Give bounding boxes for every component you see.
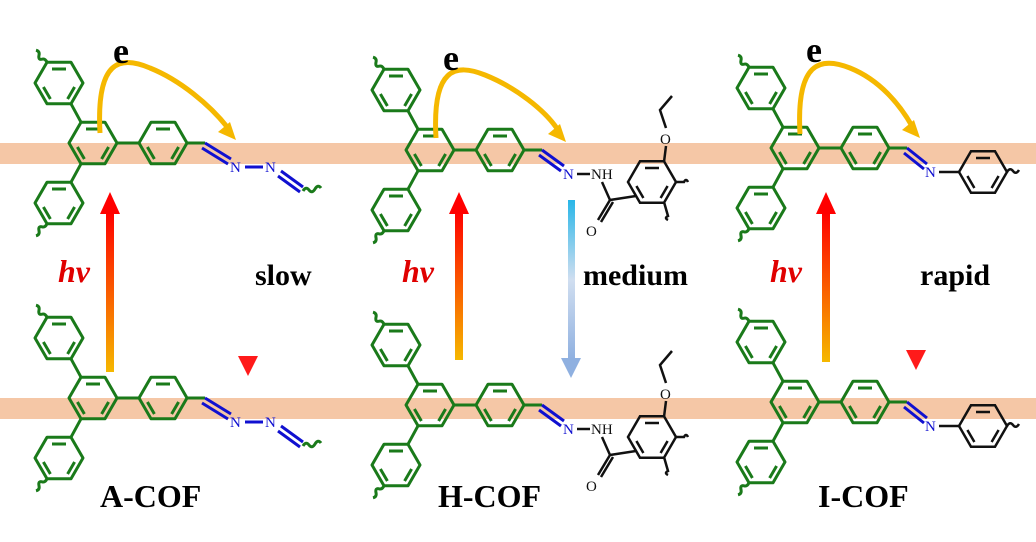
excitation-arrow bbox=[455, 212, 463, 360]
nitrogen-atom-label: N bbox=[563, 167, 574, 183]
nitrogen-atom-label: N bbox=[265, 160, 276, 176]
rate-label: medium bbox=[583, 259, 688, 292]
nitrogen-atom-label: N bbox=[230, 160, 241, 176]
nitrogen-atom-label: N bbox=[925, 419, 936, 435]
a-cof-excited-structure: N N bbox=[35, 50, 323, 236]
excitation-arrow bbox=[822, 212, 830, 362]
ether-oxygen-label: O bbox=[660, 387, 671, 403]
panel-title: I-COF bbox=[818, 478, 909, 514]
nh-atom-label: NH bbox=[591, 422, 613, 438]
excitation-arrow bbox=[106, 212, 114, 372]
a-cof-ground-structure: N N bbox=[35, 305, 323, 491]
electron-transfer-arrow bbox=[433, 67, 561, 139]
carbonyl-oxygen-label: O bbox=[586, 224, 597, 240]
panel-i-cof: N N e hv rapid I-COF bbox=[737, 30, 1019, 514]
nitrogen-atom-label: N bbox=[563, 422, 574, 438]
electron-label: e bbox=[443, 38, 459, 78]
decay-arrowhead bbox=[238, 356, 258, 376]
carbonyl-oxygen-label: O bbox=[586, 479, 597, 495]
nitrogen-atom-label: N bbox=[230, 415, 241, 431]
hv-label: hv bbox=[402, 253, 435, 289]
excitation-arrowhead bbox=[449, 192, 469, 214]
decay-arrowhead bbox=[561, 358, 581, 378]
panel-a-cof: N N N N e hv slow A-COF bbox=[35, 31, 323, 514]
hv-label: hv bbox=[770, 253, 803, 289]
hv-label: hv bbox=[58, 253, 91, 289]
panel-title: H-COF bbox=[438, 478, 541, 514]
ether-oxygen-label: O bbox=[660, 132, 671, 148]
electron-label: e bbox=[806, 30, 822, 70]
excitation-arrowhead bbox=[816, 192, 836, 214]
panel-title: A-COF bbox=[100, 478, 201, 514]
electron-transfer-arrowhead bbox=[902, 120, 920, 138]
nitrogen-atom-label: N bbox=[265, 415, 276, 431]
decay-arrowhead bbox=[906, 350, 926, 370]
h-cof-ground-structure: N NH O O bbox=[372, 312, 688, 498]
electron-transfer-arrowhead bbox=[548, 124, 566, 142]
decay-arrow-solid bbox=[568, 200, 575, 360]
i-cof-excited-structure: N bbox=[737, 55, 1019, 241]
excitation-arrowhead bbox=[100, 192, 120, 214]
electron-label: e bbox=[113, 31, 129, 71]
panel-h-cof: N NH O O N NH O O e hv medium H-COF bbox=[372, 38, 688, 514]
electron-transfer-arrowhead bbox=[218, 122, 236, 140]
electron-transfer-arrow bbox=[797, 60, 915, 135]
electron-transfer-arrow bbox=[97, 59, 230, 134]
h-cof-excited-structure: N NH O O bbox=[372, 57, 688, 243]
i-cof-ground-structure: N bbox=[737, 309, 1019, 495]
rate-label: rapid bbox=[920, 259, 990, 292]
nitrogen-atom-label: N bbox=[925, 165, 936, 181]
rate-label: slow bbox=[255, 259, 312, 292]
nh-atom-label: NH bbox=[591, 167, 613, 183]
